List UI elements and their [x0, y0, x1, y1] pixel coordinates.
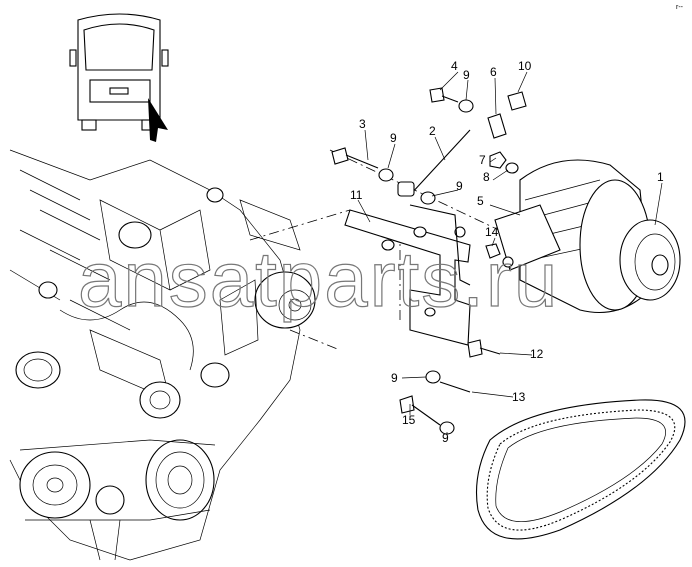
bus-locator-icon	[69, 13, 169, 142]
callout-9: 9	[463, 68, 470, 82]
projection-line	[249, 209, 351, 241]
callout-9: 9	[391, 371, 398, 385]
engine-illustration	[9, 149, 316, 561]
callout-3: 3	[359, 117, 366, 131]
callout-4: 4	[451, 59, 458, 73]
callout-9: 9	[456, 179, 463, 193]
leader-lines	[357, 71, 663, 434]
callout-8: 8	[483, 170, 490, 184]
callout-9: 9	[442, 431, 449, 445]
callout-5: 5	[477, 194, 484, 208]
callout-2: 2	[429, 124, 436, 138]
hardware	[331, 87, 527, 435]
callout-12: 12	[530, 347, 544, 361]
callout-6: 6	[490, 65, 497, 79]
callout-15: 15	[402, 413, 416, 427]
callout-10: 10	[518, 59, 532, 73]
callout-14: 14	[485, 225, 499, 239]
callout-9: 9	[390, 131, 397, 145]
callout-7: 7	[479, 153, 486, 167]
watermark: ansatparts.ru	[78, 235, 559, 323]
projection-line	[289, 329, 341, 351]
alternator	[494, 159, 681, 314]
mounting-bracket	[344, 204, 471, 346]
drive-belt	[475, 399, 686, 540]
callout-13: 13	[512, 390, 526, 404]
callout-1: 1	[657, 170, 664, 184]
corner-mark: r--	[676, 4, 684, 11]
callout-11: 11	[350, 188, 363, 202]
